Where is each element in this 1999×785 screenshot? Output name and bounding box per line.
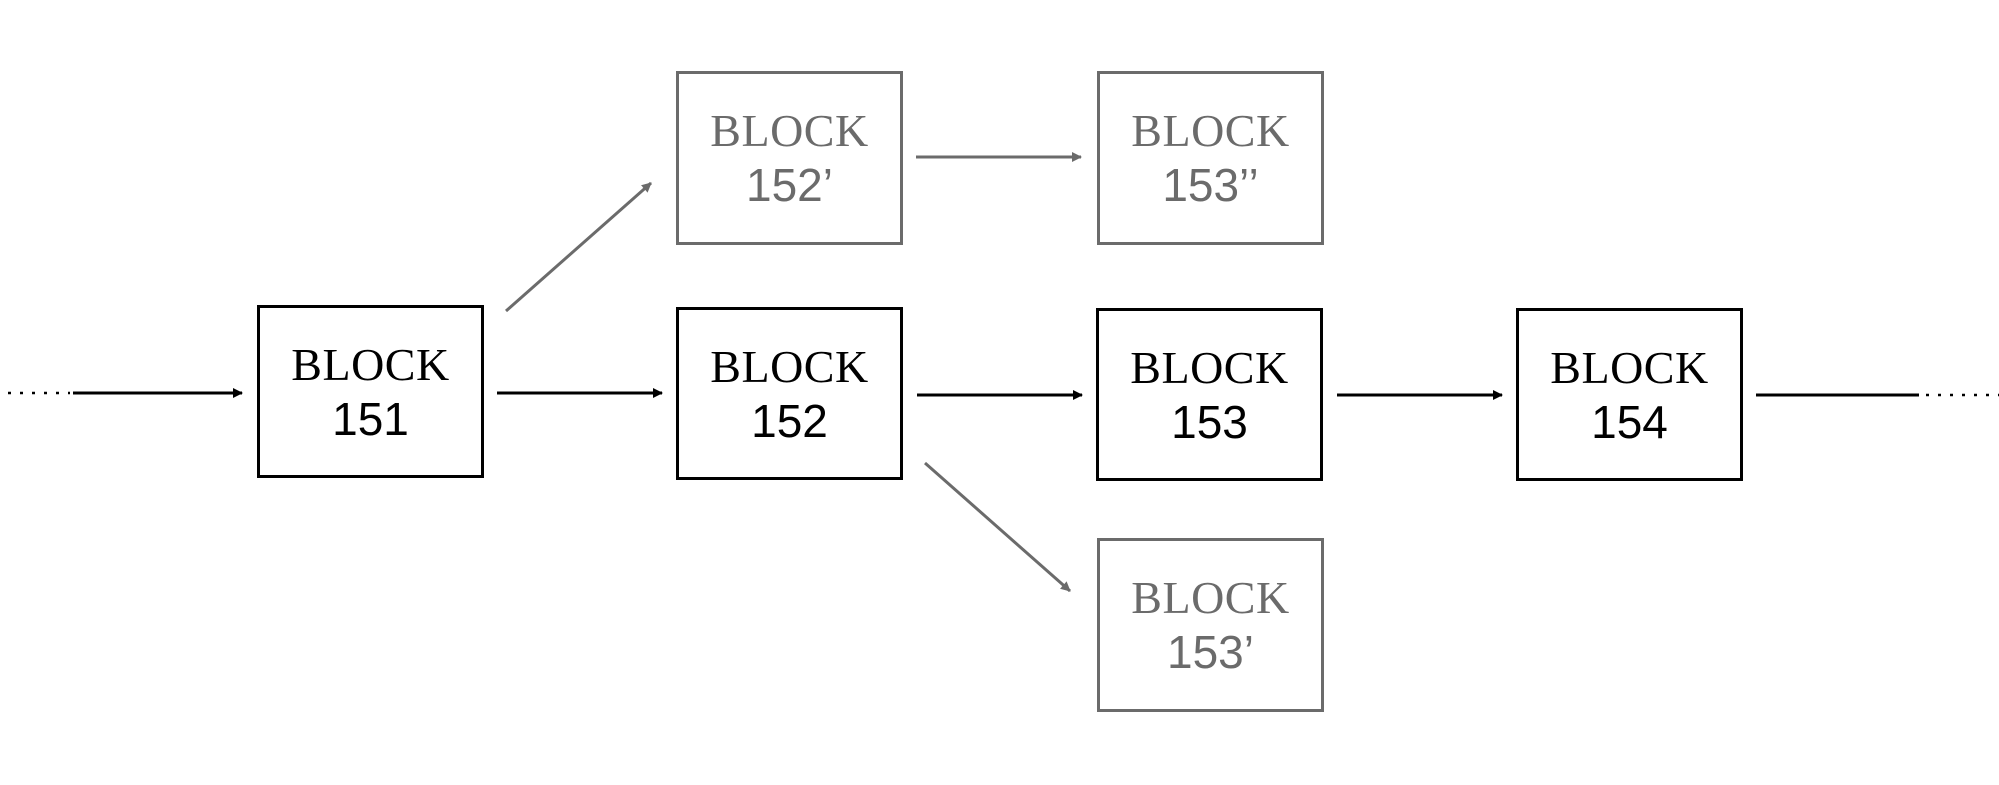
- block-154-number: 154: [1591, 395, 1668, 448]
- block-153-double-prime-number: 153’’: [1162, 159, 1259, 211]
- block-153-double-prime: BLOCK 153’’: [1097, 71, 1324, 245]
- block-153-prime-word: BLOCK: [1131, 572, 1290, 623]
- arrow-151-to-152-prime: [505, 181, 652, 313]
- block-152-prime-number: 152’: [746, 159, 833, 211]
- block-153-double-prime-word: BLOCK: [1131, 105, 1290, 156]
- block-152-prime-word: BLOCK: [710, 105, 869, 156]
- block-151-word: BLOCK: [291, 338, 450, 390]
- block-152-prime: BLOCK 152’: [676, 71, 903, 245]
- block-151-number: 151: [332, 392, 409, 445]
- block-151: BLOCK 151: [257, 305, 484, 478]
- block-153-prime-number: 153’: [1167, 626, 1254, 678]
- block-152-word: BLOCK: [710, 340, 869, 392]
- block-153-word: BLOCK: [1130, 341, 1289, 393]
- block-153: BLOCK 153: [1096, 308, 1323, 481]
- block-153-prime: BLOCK 153’: [1097, 538, 1324, 712]
- block-152-number: 152: [751, 394, 828, 447]
- block-154-word: BLOCK: [1550, 341, 1709, 393]
- block-153-number: 153: [1171, 395, 1248, 448]
- block-154: BLOCK 154: [1516, 308, 1743, 481]
- arrow-152-to-153-prime: [924, 461, 1071, 593]
- block-152: BLOCK 152: [676, 307, 903, 480]
